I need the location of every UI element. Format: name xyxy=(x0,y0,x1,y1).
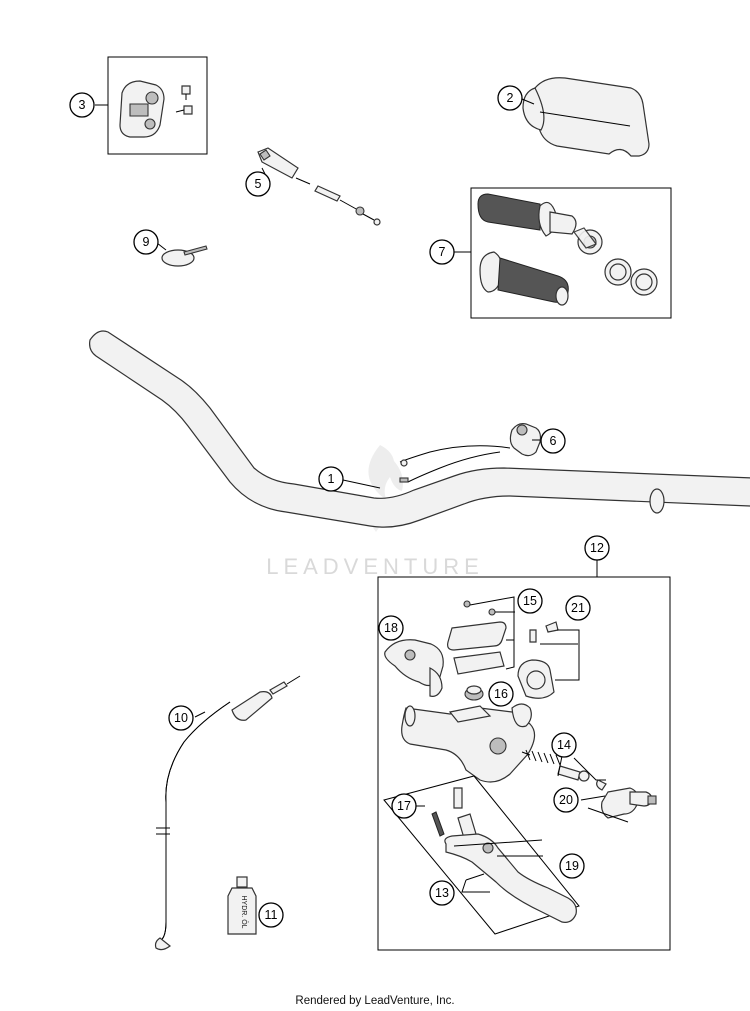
callout-1: 1 xyxy=(318,466,344,492)
pivot-pin xyxy=(596,779,657,819)
svg-text:12: 12 xyxy=(590,541,604,555)
callout-10: 10 xyxy=(168,705,194,731)
callout-7: 7 xyxy=(429,239,455,265)
callout-18: 18 xyxy=(378,615,404,641)
svg-text:3: 3 xyxy=(79,98,86,112)
svg-text:17: 17 xyxy=(397,799,411,813)
lever-pin xyxy=(431,787,477,839)
callout-9: 9 xyxy=(133,229,159,255)
svg-text:7: 7 xyxy=(439,245,446,259)
pushrod xyxy=(521,749,590,782)
svg-text:1: 1 xyxy=(328,472,335,486)
callout-16: 16 xyxy=(488,681,514,707)
brake-lever xyxy=(444,833,577,923)
throttle-cable xyxy=(257,147,381,226)
svg-text:13: 13 xyxy=(435,886,449,900)
callout-3: 3 xyxy=(69,92,95,118)
reservoir-cover xyxy=(447,600,507,675)
callout-15: 15 xyxy=(517,588,543,614)
lever-guard xyxy=(384,639,444,697)
svg-text:20: 20 xyxy=(559,793,573,807)
callout-19: 19 xyxy=(559,853,585,879)
callout-12: 12 xyxy=(584,535,610,561)
svg-text:15: 15 xyxy=(523,594,537,608)
svg-text:19: 19 xyxy=(565,859,579,873)
svg-text:18: 18 xyxy=(384,621,398,635)
svg-text:10: 10 xyxy=(174,711,188,725)
callout-14: 14 xyxy=(551,732,577,758)
clamp xyxy=(517,621,559,699)
footer-credit: Rendered by LeadVenture, Inc. xyxy=(295,995,454,1007)
svg-text:11: 11 xyxy=(265,908,278,922)
svg-text:2: 2 xyxy=(507,91,514,105)
grip-left xyxy=(477,193,577,237)
cable-tie xyxy=(161,245,208,267)
part7-box xyxy=(470,187,672,319)
handlebar xyxy=(89,330,750,528)
callout-21: 21 xyxy=(565,595,591,621)
grip-right xyxy=(479,251,569,306)
kill-switch xyxy=(399,423,542,483)
reservoir-cap xyxy=(464,685,484,701)
callout-11: 11 xyxy=(258,902,284,928)
clutch-hose xyxy=(154,675,301,951)
callout-6: 6 xyxy=(540,428,566,454)
bottle-label: HYDR. ÖL xyxy=(240,895,248,928)
hydraulic-oil-bottle: HYDR. ÖL xyxy=(227,876,257,935)
watermark-text: LEADVENTURE xyxy=(266,554,484,579)
callout-13: 13 xyxy=(429,880,455,906)
callout-20: 20 xyxy=(553,787,579,813)
handlebar-pad xyxy=(522,77,650,157)
svg-text:14: 14 xyxy=(557,738,571,752)
svg-text:21: 21 xyxy=(571,601,585,615)
callout-17: 17 xyxy=(391,793,417,819)
svg-text:6: 6 xyxy=(550,434,557,448)
master-cylinder xyxy=(401,703,536,783)
switch-screws xyxy=(175,85,193,115)
part12-box xyxy=(377,576,671,951)
switch-housing xyxy=(119,80,165,138)
svg-text:9: 9 xyxy=(143,235,150,249)
callout-2: 2 xyxy=(497,85,523,111)
callout-5: 5 xyxy=(245,171,271,197)
grip-rings xyxy=(573,227,658,296)
svg-text:16: 16 xyxy=(494,687,508,701)
svg-text:5: 5 xyxy=(255,177,262,191)
lever-subbox xyxy=(383,775,580,935)
